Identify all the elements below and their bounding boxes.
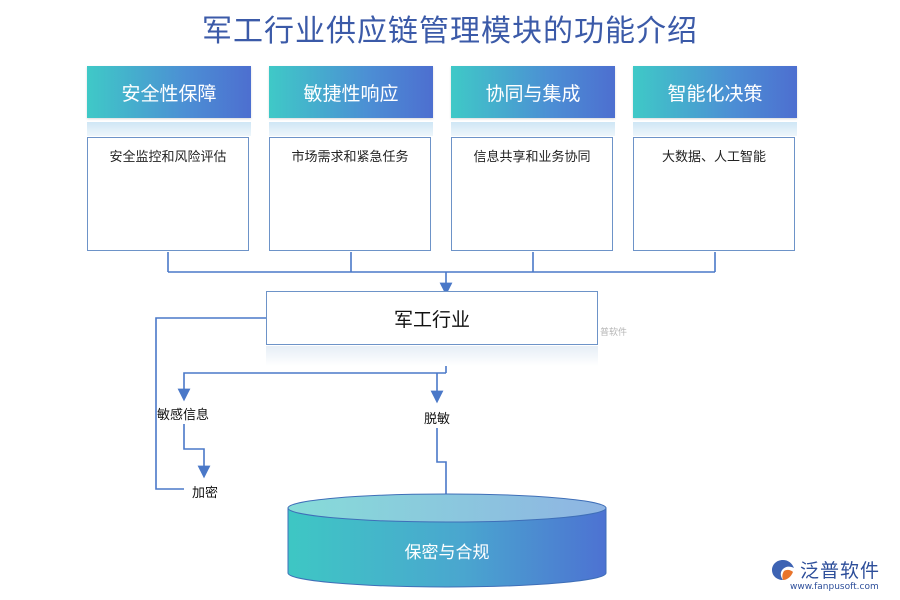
cylinder-label: 保密与合规 (404, 543, 490, 563)
branch-encrypt-label: 加密 (192, 486, 219, 501)
feature-header-agility: 敏捷性响应 (269, 66, 433, 118)
center-node-shadow (266, 346, 598, 366)
cylinder-top (287, 493, 607, 523)
page-title: 军工行业供应链管理模块的功能介绍 (202, 14, 698, 49)
feature-strip (451, 122, 615, 136)
connector-arrow (436, 428, 453, 525)
fanpu-logo-url: www.fanpusoft.com (790, 582, 879, 592)
branch-desensitize-label: 脱敏 (424, 412, 451, 427)
feature-header-collaboration: 协同与集成 (451, 66, 615, 118)
fanpu-logo-text: 泛普软件 (800, 560, 881, 582)
fanpu-logo: 泛普软件 (770, 556, 880, 583)
watermark-text: 普软件 (600, 328, 628, 338)
feature-strip (633, 122, 797, 136)
branch-sensitive-label: 敏感信息 (157, 408, 210, 423)
connector-arrow (183, 424, 211, 479)
feature-strip (87, 122, 251, 136)
center-node: 军工行业 (266, 291, 598, 345)
connector-line (155, 317, 266, 490)
connector-arrow (177, 372, 446, 402)
fanpu-logo-icon (772, 559, 794, 580)
feature-box-collaboration: 信息共享和业务协同 (451, 137, 613, 251)
feature-box-agility: 市场需求和紧急任务 (269, 137, 431, 251)
feature-strip (269, 122, 433, 136)
feature-box-intelligence: 大数据、人工智能 (633, 137, 795, 251)
cylinder-body (287, 507, 607, 588)
feature-box-security: 安全监控和风险评估 (87, 137, 249, 251)
feature-header-security: 安全性保障 (87, 66, 251, 118)
feature-header-intelligence: 智能化决策 (633, 66, 797, 118)
